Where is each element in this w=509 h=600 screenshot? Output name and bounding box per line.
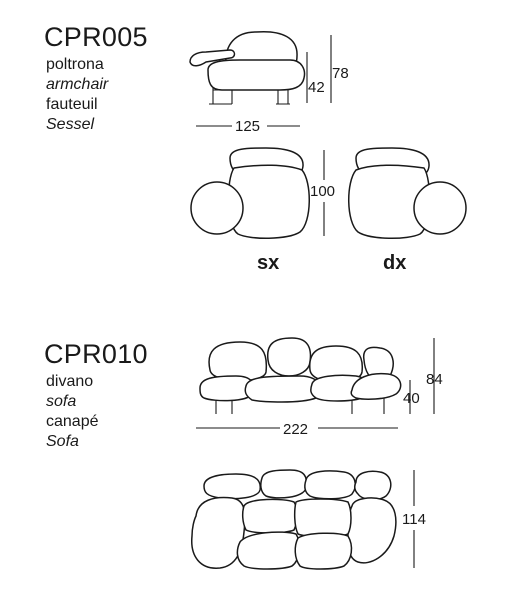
seat-cushion	[207, 59, 306, 91]
width-label: 125	[235, 118, 260, 135]
seat-cushion	[294, 532, 353, 570]
height-label: 84	[426, 371, 443, 388]
seat-cushion	[293, 498, 352, 538]
seat-cushion	[348, 164, 431, 240]
product-names: divano sofa canapé Sofa	[46, 372, 99, 452]
product-code: CPR010	[44, 339, 148, 369]
back-cushion	[304, 470, 357, 500]
sofa-side-view	[199, 337, 402, 414]
name-english: armchair	[46, 76, 109, 93]
name-english: sofa	[46, 393, 77, 410]
back-cushion	[353, 470, 392, 501]
depth-label: 100	[310, 183, 335, 200]
width-label: 222	[283, 421, 308, 438]
height-label: 78	[332, 65, 349, 82]
armrest	[190, 181, 244, 235]
name-italian: divano	[46, 373, 94, 390]
seat-cushion	[236, 531, 301, 570]
product-code: CPR005	[44, 22, 148, 52]
seat-height-label: 42	[308, 79, 325, 96]
seat-cushion	[244, 375, 322, 403]
back-cushion	[260, 469, 308, 499]
name-french: canapé	[46, 413, 99, 430]
armchair-side-view	[189, 30, 306, 105]
armrest	[191, 496, 246, 569]
variant-label-left: sx	[257, 252, 280, 274]
name-italian: poltrona	[46, 56, 104, 73]
name-german: Sessel	[46, 116, 95, 133]
armchair-top-view-left	[190, 147, 310, 240]
product-names: poltrona armchair fauteuil Sessel	[46, 55, 108, 135]
armrest	[189, 49, 236, 67]
name-german: Sofa	[46, 433, 79, 450]
seat-cushion	[241, 498, 298, 534]
armchair-top-view-right	[348, 147, 467, 240]
seat-cushion	[350, 372, 402, 400]
armrest	[413, 181, 467, 235]
sofa-top-view	[191, 469, 397, 570]
back-cushion	[203, 473, 261, 500]
variant-label-right: dx	[383, 252, 407, 274]
chair-leg	[209, 82, 233, 105]
depth-label: 114	[402, 511, 426, 528]
back-cushion	[208, 341, 268, 382]
name-french: fauteuil	[46, 96, 98, 113]
seat-height-label: 40	[403, 390, 420, 407]
back-cushion	[266, 337, 312, 377]
armrest	[347, 497, 397, 564]
